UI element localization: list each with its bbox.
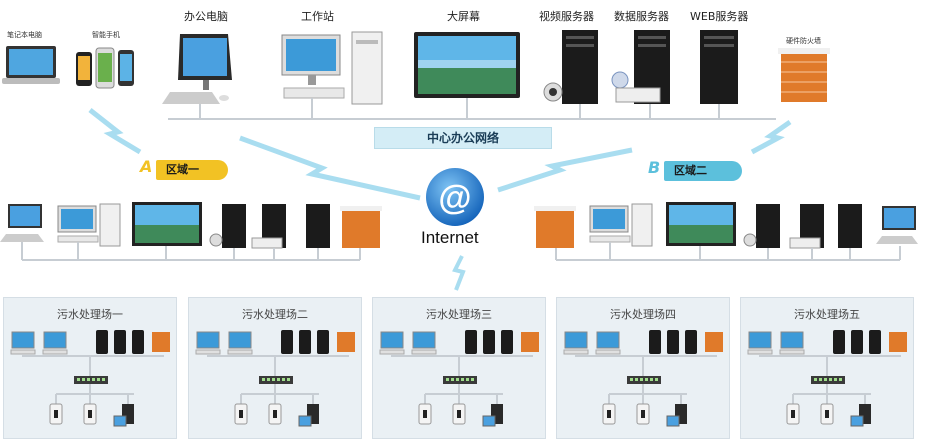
firewall-icon [521, 332, 539, 352]
firewall-icon [337, 332, 355, 352]
internet-label: Internet [421, 228, 479, 247]
firewall-icon [889, 332, 907, 352]
server-icon [667, 330, 679, 354]
center-network-label: 中心办公网络 [374, 127, 552, 149]
monitor-icon [850, 415, 864, 427]
server-icon [96, 330, 108, 354]
region-a-letter: A [140, 157, 153, 176]
workstation-icon [596, 331, 620, 349]
firewall-icon [152, 332, 170, 352]
lightning-icon [750, 119, 792, 155]
region-b-label: 区域二 [664, 161, 742, 181]
server-icon [483, 330, 495, 354]
data-server-icon [611, 30, 670, 104]
plant-devices-graphic [195, 330, 355, 427]
top-devices-graphic [2, 30, 830, 120]
plant-title: 污水处理场三 [426, 308, 492, 321]
video-server-label: 视频服务器 [539, 10, 594, 23]
monitor-icon [113, 415, 127, 427]
workstation-icon [564, 331, 588, 349]
data-server-label: 数据服务器 [614, 10, 669, 23]
lightning-icon [452, 255, 466, 291]
video-server-icon [543, 30, 598, 104]
plant-panel-2: 污水处理场二 [188, 297, 362, 439]
server-icon [114, 330, 126, 354]
big-screen-label: 大屏幕 [447, 10, 480, 23]
laptop-label: 笔记本电脑 [7, 31, 42, 39]
web-server-label: WEB服务器 [690, 10, 749, 23]
plant-title: 污水处理场四 [610, 308, 676, 321]
workstation-icon [43, 331, 67, 349]
plant-title: 污水处理场五 [794, 308, 860, 321]
lightning-icon [239, 135, 421, 201]
region-b-devices-graphic [534, 202, 918, 261]
switch-icon [811, 376, 845, 384]
phone-label: 智能手机 [92, 31, 120, 39]
plant-devices-graphic [379, 330, 539, 427]
plant-panel-5: 污水处理场五 [740, 297, 914, 439]
workstation-icon [780, 331, 804, 349]
office-pc-icon [162, 34, 232, 104]
workstation-icon [412, 331, 436, 349]
server-icon [299, 330, 311, 354]
switch-icon [259, 376, 293, 384]
server-icon [281, 330, 293, 354]
plant-devices-graphic [563, 330, 723, 427]
workstation-label: 工作站 [301, 10, 334, 23]
workstation-icon [380, 331, 404, 349]
laptop-icon [2, 46, 60, 84]
server-icon [317, 330, 329, 354]
plant-devices-graphic [747, 330, 907, 427]
web-server-icon [700, 30, 738, 104]
office-pc-label: 办公电脑 [184, 10, 228, 23]
smartphone-icon [76, 47, 134, 89]
plant-title: 污水处理场二 [242, 308, 308, 321]
workstation-icon [11, 331, 35, 349]
server-icon [685, 330, 697, 354]
monitor-icon [298, 415, 312, 427]
lightning-icon [88, 108, 142, 155]
firewall-icon [705, 332, 723, 352]
internet-at-icon: @ [426, 168, 484, 226]
region-b-letter: B [648, 158, 661, 177]
monitor-icon [666, 415, 680, 427]
region-a-label: 区域一 [156, 160, 228, 180]
plant-panel-4: 污水处理场四 [556, 297, 730, 439]
switch-icon [627, 376, 661, 384]
region-a-devices-graphic [0, 202, 382, 261]
server-icon [501, 330, 513, 354]
switch-icon [74, 376, 108, 384]
lightning-icon [497, 147, 633, 193]
plant-panel-1: 污水处理场一 [3, 297, 177, 439]
firewall-label: 硬件防火墙 [786, 37, 821, 45]
server-icon [851, 330, 863, 354]
server-icon [465, 330, 477, 354]
svg-text:@: @ [438, 179, 471, 217]
plant-title: 污水处理场一 [57, 308, 123, 321]
workstation-icon [281, 31, 383, 105]
workstation-icon [196, 331, 220, 349]
server-icon [869, 330, 881, 354]
server-icon [833, 330, 845, 354]
monitor-icon [482, 415, 496, 427]
workstation-icon [228, 331, 252, 349]
big-screen-icon [414, 32, 520, 98]
plant-panel-3: 污水处理场三 [372, 297, 546, 439]
switch-icon [443, 376, 477, 384]
firewall-icon [778, 48, 830, 102]
workstation-icon [748, 331, 772, 349]
server-icon [649, 330, 661, 354]
wireless-links-graphic [88, 108, 792, 291]
plant-devices-graphic [10, 330, 170, 427]
server-icon [132, 330, 144, 354]
